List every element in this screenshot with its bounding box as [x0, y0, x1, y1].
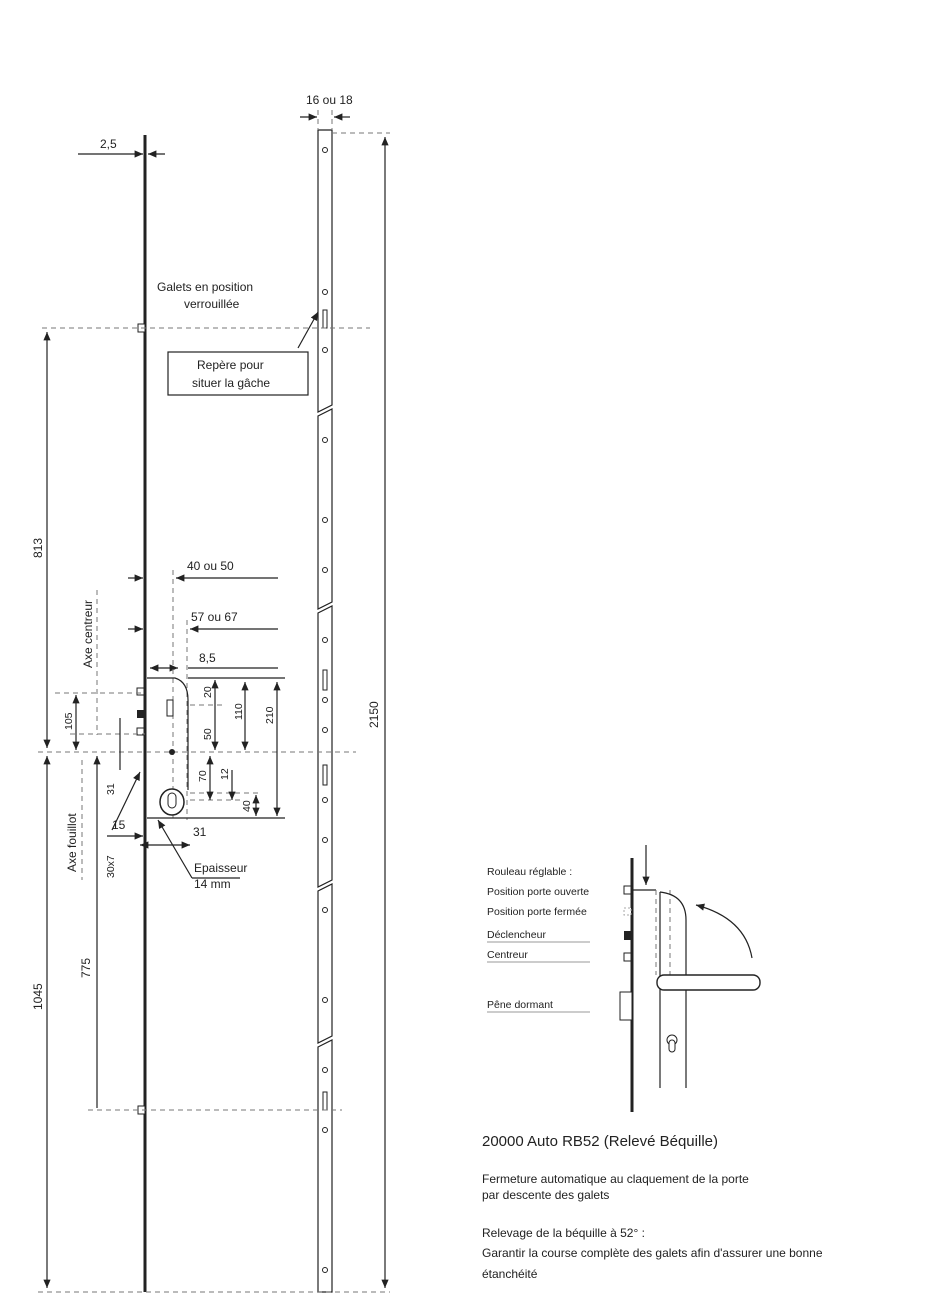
- dim-57-67: 57 ou 67: [191, 610, 238, 624]
- description-line-3: Relevage de la béquille à 52° :: [482, 1226, 645, 1240]
- dim-30x7: 30x7: [105, 855, 117, 878]
- dim-bar-thickness: 2,5: [100, 137, 117, 151]
- dim-40-50: 40 ou 50: [187, 559, 234, 573]
- lock-strip: [317, 129, 333, 1293]
- description-line-2: par descente des galets: [482, 1188, 609, 1202]
- dim-775: 775: [79, 958, 93, 978]
- dim-40: 40: [241, 800, 253, 812]
- repere-label: Repère pour: [197, 358, 264, 372]
- galets-label-2: verrouillée: [184, 297, 240, 311]
- detail-label-centreur: Centreur: [487, 949, 528, 961]
- dim-strip-width: 16 ou 18: [306, 93, 353, 107]
- repere-label-2: situer la gâche: [192, 376, 270, 390]
- axe-fouillot-label: Axe fouillot: [65, 813, 79, 872]
- product-title: 20000 Auto RB52 (Relevé Béquille): [482, 1133, 718, 1150]
- detail-label-pene: Pêne dormant: [487, 999, 553, 1011]
- detail-label-fermee: Position porte fermée: [487, 906, 587, 918]
- dim-15: 15: [112, 818, 126, 832]
- dim-total-height: 2150: [367, 701, 381, 728]
- detail-label-declencheur: Déclencheur: [487, 929, 546, 941]
- detail-label-rouleau: Rouleau réglable :: [487, 866, 572, 878]
- dim-lower: 1045: [31, 983, 45, 1010]
- dim-12: 12: [219, 768, 231, 780]
- dim-20: 20: [202, 686, 214, 698]
- description-line-5: étanchéité: [482, 1267, 538, 1281]
- description-line-4: Garantir la course complète des galets a…: [482, 1246, 823, 1260]
- dim-110: 110: [233, 703, 245, 720]
- detail-label-ouverte: Position porte ouverte: [487, 886, 589, 898]
- dim-210: 210: [264, 706, 276, 724]
- dim-8-5: 8,5: [199, 651, 216, 665]
- dim-50: 50: [202, 728, 214, 740]
- dim-upper: 813: [31, 538, 45, 558]
- dim-70: 70: [197, 770, 209, 782]
- dim-31-vertical: 31: [105, 783, 117, 795]
- lock-case: [147, 677, 285, 819]
- detail-drawing: [487, 845, 761, 1112]
- description-line-1: Fermeture automatique au claquement de l…: [482, 1172, 749, 1186]
- repere-box: [167, 351, 309, 396]
- axe-centreur-label: Axe centreur: [81, 600, 95, 668]
- epaisseur-label: Epaisseur: [194, 861, 247, 875]
- epaisseur-value: 14 mm: [194, 877, 231, 891]
- galets-label: Galets en position: [157, 280, 253, 294]
- dim-105: 105: [63, 712, 75, 730]
- dim-31-horizontal: 31: [193, 825, 207, 839]
